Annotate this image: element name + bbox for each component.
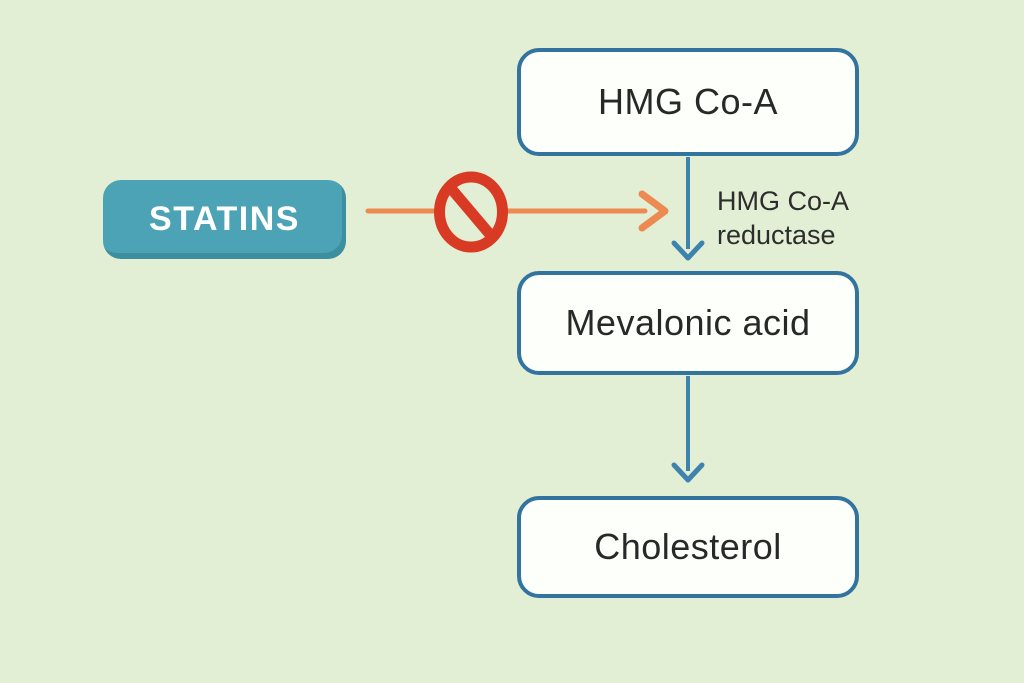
statins-badge: STATINS — [103, 180, 346, 259]
statins-badge-label: STATINS — [149, 200, 300, 238]
inhibition-arrow-icon — [365, 190, 669, 232]
enzyme-label: HMG Co-A reductase — [717, 186, 848, 250]
node-hmg-coa: HMG Co-A — [517, 48, 859, 156]
node-hmg-coa-label: HMG Co-A — [597, 81, 778, 122]
flow-arrow-hmg-to-mevalonic-icon — [671, 157, 705, 261]
node-cholesterol-label: Cholesterol — [594, 526, 782, 567]
node-cholesterol: Cholesterol — [517, 496, 859, 598]
node-mevalonic-acid-label: Mevalonic acid — [565, 302, 811, 343]
node-mevalonic-acid: Mevalonic acid — [517, 271, 859, 375]
flow-arrow-mevalonic-to-cholesterol-icon — [671, 376, 705, 483]
prohibition-icon — [434, 171, 508, 253]
